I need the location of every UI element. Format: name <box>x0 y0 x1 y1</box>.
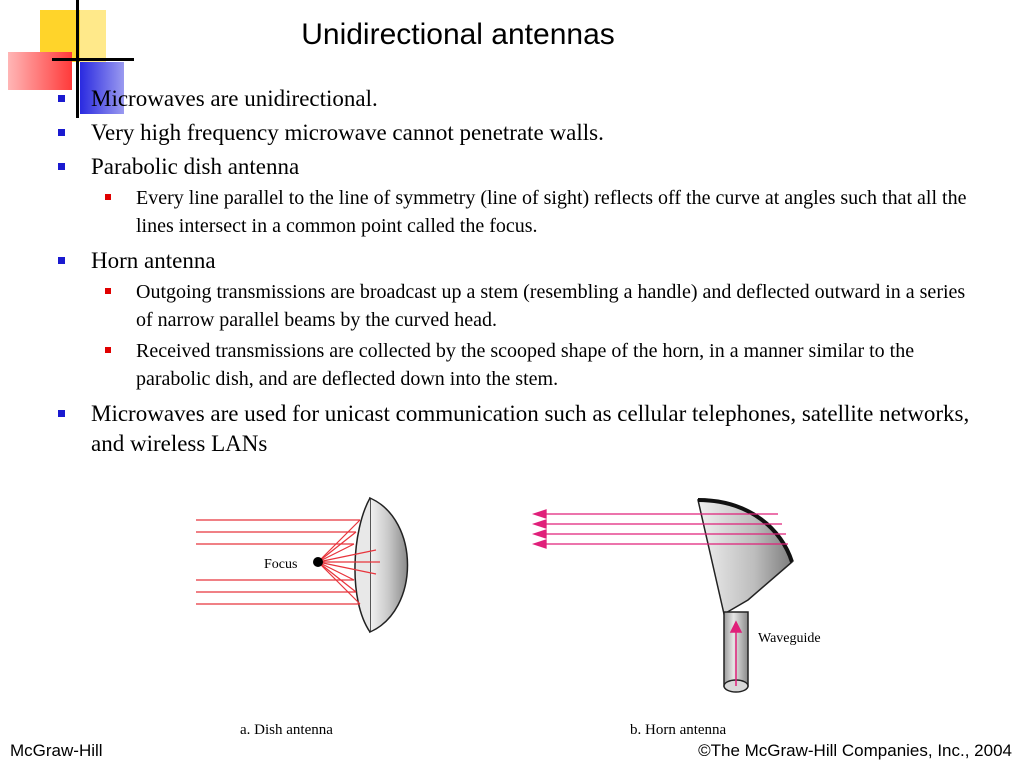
dish-body <box>354 496 409 634</box>
focus-label: Focus <box>264 557 297 572</box>
dish-antenna-figure: Focus a. Dish antenna <box>196 496 409 738</box>
bullet-text: Horn antenna <box>91 248 216 273</box>
page-title: Unidirectional antennas <box>301 18 615 51</box>
square-bullet-icon <box>58 410 65 417</box>
sub-bullet-item: Every line parallel to the line of symme… <box>91 184 978 240</box>
square-bullet-icon <box>105 347 111 353</box>
incoming-rays <box>196 519 360 605</box>
waveguide-label: Waveguide <box>758 631 821 646</box>
horizontal-line <box>52 58 134 61</box>
square-bullet-icon <box>58 257 65 264</box>
bullet-text: Parabolic dish antenna <box>91 154 300 179</box>
sub-bullet-text: Received transmissions are collected by … <box>136 340 915 390</box>
square-bullet-icon <box>58 129 65 136</box>
horn-antenna-figure: Waveguide b. Horn antenna <box>531 498 821 738</box>
bullet-item: Microwaves are used for unicast communic… <box>58 399 978 459</box>
bullet-text: Very high frequency microwave cannot pen… <box>91 120 604 145</box>
waveguide-arrow <box>729 620 743 686</box>
outgoing-beams <box>531 509 788 549</box>
horn-body <box>697 498 794 693</box>
sub-bullet-item: Outgoing transmissions are broadcast up … <box>91 278 978 334</box>
footer-right: ©The McGraw-Hill Companies, Inc., 2004 <box>698 741 1012 760</box>
sub-bullet-list: Every line parallel to the line of symme… <box>91 184 978 240</box>
blue-square <box>80 62 124 114</box>
square-bullet-icon <box>105 288 111 294</box>
corner-decoration <box>0 0 140 130</box>
bullet-item: Horn antenna Outgoing transmissions are … <box>58 246 978 393</box>
sub-bullet-list: Outgoing transmissions are broadcast up … <box>91 278 978 393</box>
yellow-square-light <box>80 10 106 62</box>
horn-caption: b. Horn antenna <box>630 722 727 738</box>
footer-left: McGraw-Hill <box>10 741 103 760</box>
bullet-list: Microwaves are unidirectional. Very high… <box>58 84 978 463</box>
bullet-item: Microwaves are unidirectional. <box>58 84 978 114</box>
dish-caption: a. Dish antenna <box>240 722 333 738</box>
bullet-text: Microwaves are unidirectional. <box>91 86 378 111</box>
sub-bullet-text: Every line parallel to the line of symme… <box>136 187 967 237</box>
focus-point <box>313 557 323 567</box>
sub-bullet-text: Outgoing transmissions are broadcast up … <box>136 281 966 331</box>
square-bullet-icon <box>105 194 111 200</box>
bullet-item: Very high frequency microwave cannot pen… <box>58 118 978 148</box>
bullet-item: Parabolic dish antenna Every line parall… <box>58 152 978 240</box>
bullet-text: Microwaves are used for unicast communic… <box>91 401 970 456</box>
square-bullet-icon <box>58 163 65 170</box>
sub-bullet-item: Received transmissions are collected by … <box>91 337 978 393</box>
reflected-rays <box>317 519 380 605</box>
square-bullet-icon <box>58 95 65 102</box>
